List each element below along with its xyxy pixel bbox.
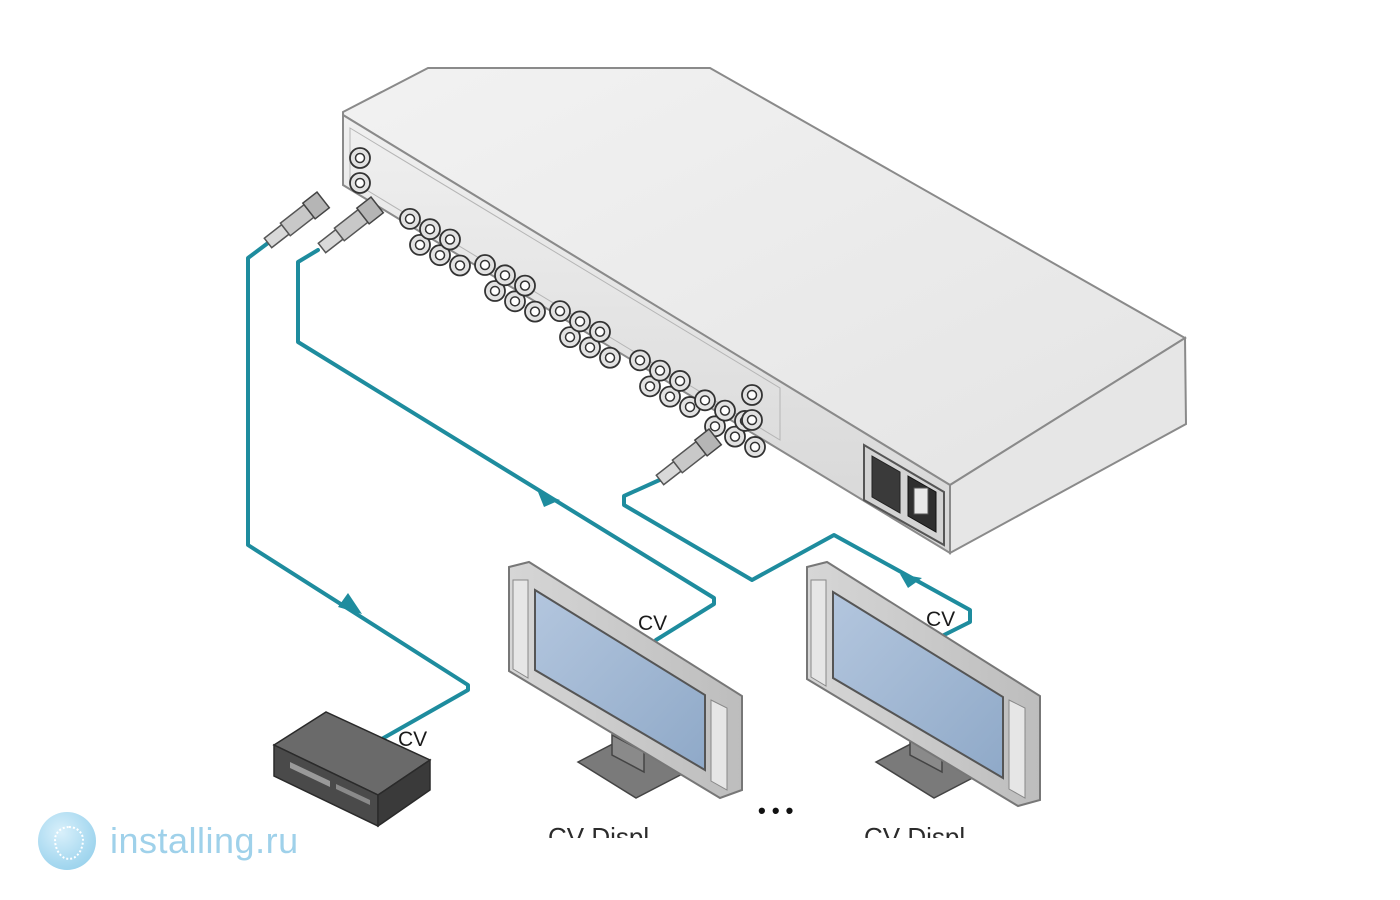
bnc-connector (419, 218, 441, 241)
display-1-screen (534, 588, 706, 772)
cv-source-player (272, 711, 432, 828)
bnc-connector (399, 207, 421, 230)
bnc-connector (514, 274, 536, 297)
arrow-output-1-down (538, 492, 560, 507)
watermark-text: installing.ru (110, 820, 299, 861)
display-2-caption: CV Displ (864, 822, 965, 852)
caption-clip-wrapper: CV Displ CV Displ (548, 822, 965, 852)
bnc-connector (429, 244, 451, 267)
bnc-connector (669, 370, 691, 392)
bnc-connector (589, 320, 611, 343)
video-distribution-switcher (342, 67, 1188, 555)
cv-display-2 (806, 560, 1041, 808)
bnc-connector (639, 375, 661, 398)
bnc-connector (569, 310, 591, 333)
display-1-speaker-right (710, 699, 728, 791)
switcher-rear-panel (342, 113, 951, 555)
bnc-connector (349, 172, 371, 194)
bnc-connector (629, 349, 651, 372)
bnc-connector (494, 264, 516, 287)
cable-input-source (246, 238, 470, 742)
bnc-connector (579, 336, 601, 359)
cable-plugs (263, 190, 723, 486)
cable-output-display-1 (296, 248, 716, 642)
bnc-connector (741, 384, 763, 406)
cv-label-display-2: CV (926, 608, 955, 631)
installing-logo-icon (38, 812, 96, 870)
cv-display-1 (508, 560, 743, 800)
bnc-connector (659, 385, 681, 408)
player-side (377, 758, 431, 828)
bnc-connector (694, 389, 716, 412)
bnc-connector (724, 425, 746, 448)
player-display-strip (290, 762, 330, 787)
bnc-connector (439, 228, 461, 251)
bnc-connector (559, 326, 581, 349)
bnc-connector (744, 436, 766, 458)
display-2-speaker-left (810, 579, 827, 687)
bnc-connector (549, 300, 571, 323)
power-socket (871, 455, 901, 514)
bnc-connector (714, 399, 736, 422)
display-1-caption: CV Displ (548, 822, 649, 852)
plug-output-1 (317, 195, 385, 254)
power-switch-rocker (913, 487, 929, 515)
display-2-speaker-right (1008, 699, 1026, 799)
cv-label-source: CV (398, 728, 427, 751)
arrow-output-2-down (900, 574, 922, 588)
cable-output-display-2 (622, 476, 972, 638)
plug-output-2 (655, 427, 723, 486)
bnc-connector (741, 409, 763, 431)
bnc-connector (449, 254, 471, 277)
player-button-strip (336, 784, 370, 805)
bnc-connector (349, 147, 371, 169)
plug-input (263, 190, 331, 249)
bnc-connector (649, 359, 671, 382)
arrow-input-up (338, 593, 362, 614)
rear-panel-inset (349, 127, 781, 441)
display-2-screen (832, 590, 1004, 780)
bnc-connector (484, 280, 506, 302)
cv-label-display-1: CV (638, 612, 667, 635)
watermark: installing.ru (22, 806, 316, 876)
bnc-connector (409, 233, 431, 256)
more-displays-ellipsis: • • • (758, 798, 793, 823)
bnc-connector (524, 300, 546, 323)
bnc-connector (504, 290, 526, 313)
display-1-speaker-left (512, 579, 529, 679)
bnc-connector (599, 346, 621, 369)
bnc-connector (474, 254, 496, 276)
cables (246, 238, 972, 742)
